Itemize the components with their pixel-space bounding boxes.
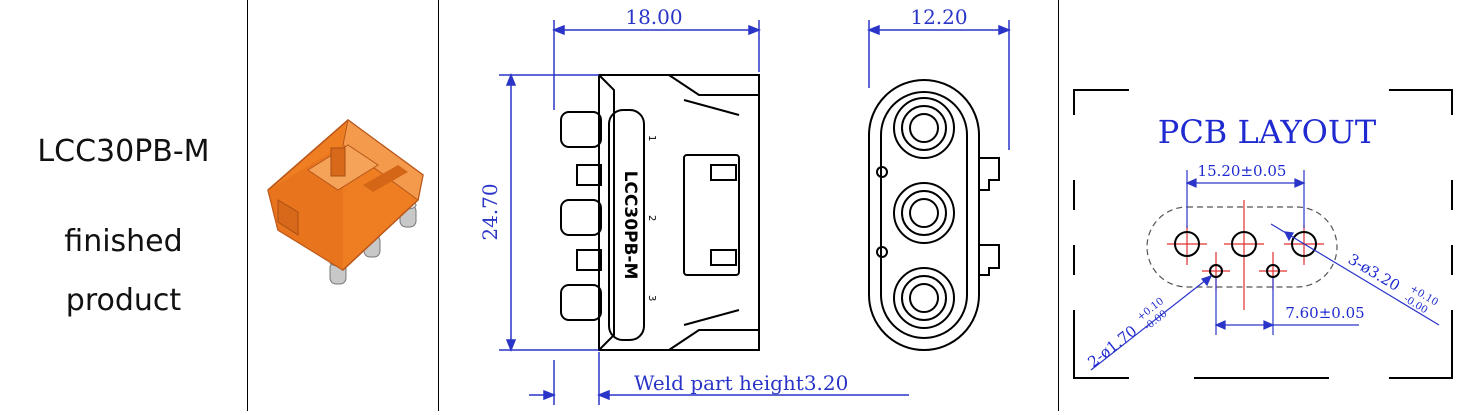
pcb-dim-top-label: 15.20±0.05	[1198, 162, 1287, 180]
hole-large-2	[1231, 231, 1257, 257]
hole-small-1	[1209, 264, 1223, 278]
hole-large-1	[1174, 231, 1200, 257]
body-marking: LCC30PB-M	[620, 171, 640, 280]
product-label: product	[65, 283, 182, 318]
pcb-large-hole-label: 3-ø3.20	[1345, 250, 1403, 295]
pcb-small-hole-note: 2-ø1.70 +0.10 -0.00	[1084, 296, 1169, 371]
pcb-outline	[1146, 206, 1338, 288]
dim-weld	[529, 352, 909, 405]
dim-depth	[866, 20, 1012, 150]
dim-width	[551, 20, 762, 110]
dim-height	[499, 72, 599, 353]
side-view	[868, 79, 1000, 351]
pin-mark-1: 1	[646, 135, 657, 141]
divider-1	[247, 0, 248, 411]
model-name: LCC30PB-M	[37, 134, 210, 169]
weld-note: Weld part height3.20	[634, 371, 848, 395]
dim-depth-label: 12.20	[910, 5, 967, 29]
divider-3	[1058, 0, 1059, 411]
pin-mark-2: 2	[646, 215, 657, 221]
product-label-cell: LCC30PB-M finished product	[0, 0, 247, 411]
pcb-holes	[1174, 231, 1317, 278]
pcb-dim-top	[1185, 170, 1306, 228]
pcb-cell: PCB LAYOUT	[1059, 0, 1457, 411]
pcb-layout-drawing: PCB LAYOUT	[1073, 89, 1453, 379]
pcb-small-hole-label: 2-ø1.70	[1084, 322, 1140, 371]
divider-2	[438, 0, 439, 411]
pin-mark-3: 3	[646, 295, 657, 301]
finished-label: finished	[64, 224, 183, 259]
front-view	[560, 74, 760, 351]
hole-small-2	[1266, 264, 1280, 278]
pcb-dim-bottom-label: 7.60±0.05	[1285, 304, 1364, 322]
pcb-leader-small	[1090, 275, 1213, 371]
pcb-title: PCB LAYOUT	[1158, 113, 1377, 151]
render-cell	[248, 0, 438, 411]
connector-render	[267, 119, 424, 285]
connector-drawing: LCC30PB-M 1 2 3 18.00	[478, 5, 1012, 405]
render-body	[267, 119, 424, 271]
drawing-cell: LCC30PB-M 1 2 3 18.00	[439, 0, 1058, 411]
pcb-dim-bottom	[1214, 278, 1359, 335]
pcb-leader-large	[1270, 223, 1440, 326]
dim-height-label: 24.70	[478, 183, 502, 240]
dim-width-label: 18.00	[625, 5, 682, 29]
hole-large-3	[1291, 231, 1317, 257]
pcb-frame	[1073, 89, 1453, 379]
